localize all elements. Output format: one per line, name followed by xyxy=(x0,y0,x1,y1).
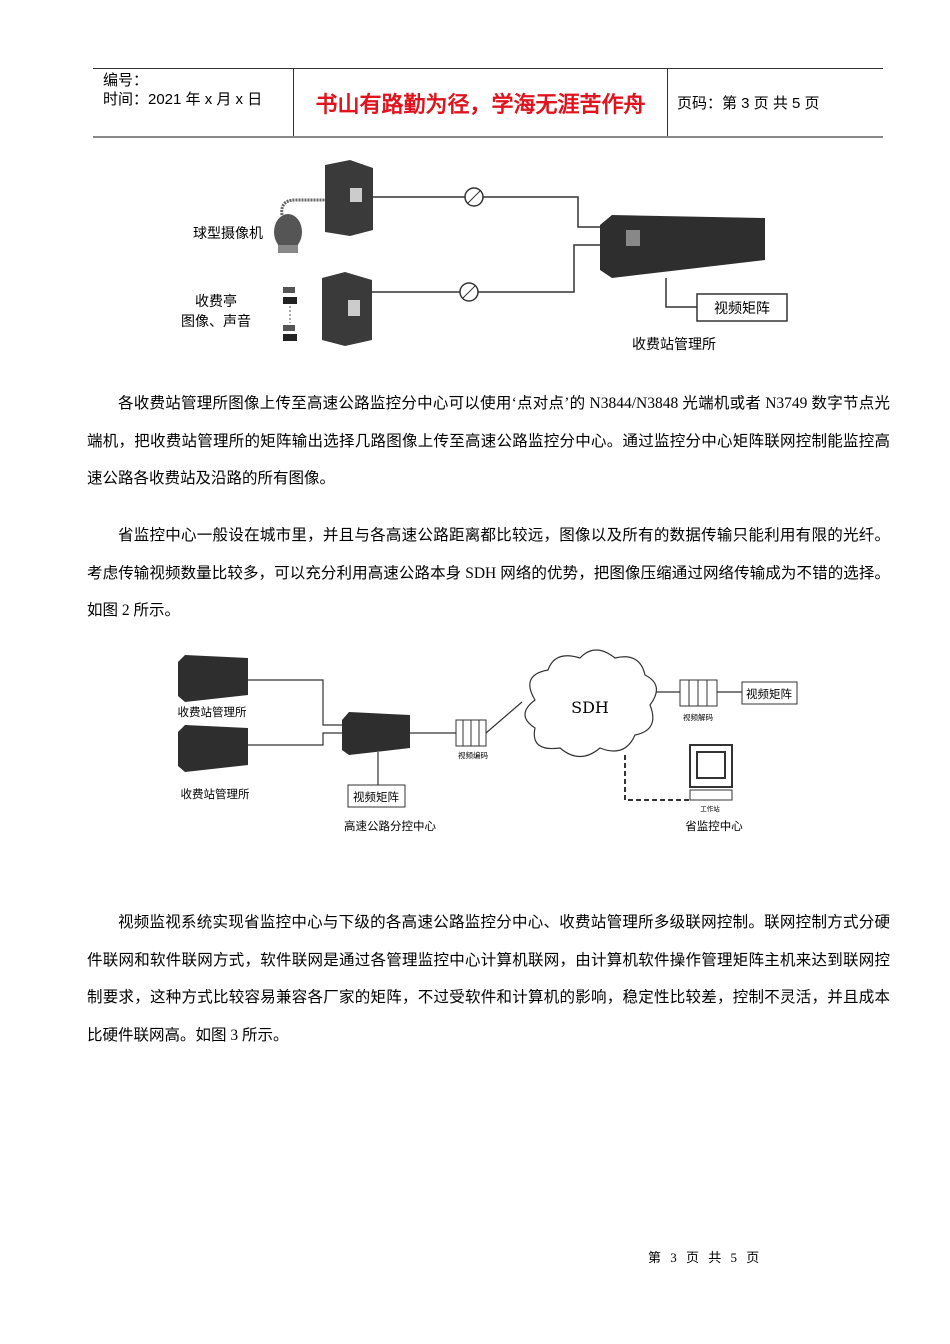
matrix-label: 视频矩阵 xyxy=(714,301,770,317)
encoder-label: 视频编码 xyxy=(458,750,488,760)
center-label: 高速公路分控中心 xyxy=(344,819,436,833)
matrix-chassis-icon xyxy=(600,215,765,278)
fiber-connector-icon xyxy=(459,282,479,302)
optical-transmitter-top xyxy=(325,160,373,236)
workstation-icon xyxy=(689,744,733,801)
encoder-icon xyxy=(455,719,487,747)
figure-1-diagram: 视频矩阵 球型摄像机 收费亭 图像、声音 收费站管理所 xyxy=(181,160,788,353)
matrix-box xyxy=(696,293,788,322)
header-motto: 书山有路勤为径，学海无涯苦作舟 xyxy=(293,69,668,136)
matrix-chassis-icon xyxy=(342,712,410,755)
network-label: SDH xyxy=(571,698,609,717)
booth-sublabel: 图像、声音 xyxy=(181,313,251,330)
doc-time: 时间：2021 年 x 月 x 日 xyxy=(103,91,263,108)
station-label: 收费站管理所 xyxy=(632,337,716,353)
paragraph: 各收费站管理所图像上传至高速公路监控分中心可以使用‘点对点’的 N3844/N3… xyxy=(87,395,890,487)
sdh-cloud-icon xyxy=(524,649,657,758)
page-header: 编号： 时间：2021 年 x 月 x 日 书山有路勤为径，学海无涯苦作舟 页码… xyxy=(93,68,883,138)
ball-camera-icon xyxy=(274,198,325,253)
paragraph: 省监控中心一般设在城市里，并且与各高速公路距离都比较远，图像以及所有的数据传输只… xyxy=(87,527,890,619)
optical-transmitter-bottom xyxy=(283,272,372,346)
header-page: 页码：第 3 页 共 5 页 xyxy=(677,95,820,112)
matrix-chassis-icon xyxy=(178,655,248,702)
booth-label: 收费亭 xyxy=(195,293,237,310)
decoder-icon xyxy=(679,679,718,707)
page-footer: 第 3 页 共 5 页 xyxy=(648,1250,763,1265)
figure-2-diagram: 收费站管理所 收费站管理所 视频矩阵 高速公路分控中心 视频编码 SDH 视频解… xyxy=(178,649,798,833)
paragraph: 视频监视系统实现省监控中心与下级的各高速公路监控分中心、收费站管理所多级联网控制… xyxy=(87,914,890,1044)
header-meta: 编号： 时间：2021 年 x 月 x 日 xyxy=(93,69,293,136)
station-label: 收费站管理所 xyxy=(181,787,250,801)
matrix-chassis-icon xyxy=(178,725,248,772)
fiber-connector-icon xyxy=(464,187,484,207)
matrix-label: 视频矩阵 xyxy=(746,687,792,701)
camera-label: 球型摄像机 xyxy=(193,226,263,242)
matrix-label: 视频矩阵 xyxy=(353,790,399,804)
center-label: 省监控中心 xyxy=(685,819,743,833)
station-label: 收费站管理所 xyxy=(178,705,247,719)
decoder-label: 视频解码 xyxy=(683,712,713,722)
doc-number: 编号： xyxy=(103,72,149,89)
workstation-label: 工作站 xyxy=(700,804,720,813)
